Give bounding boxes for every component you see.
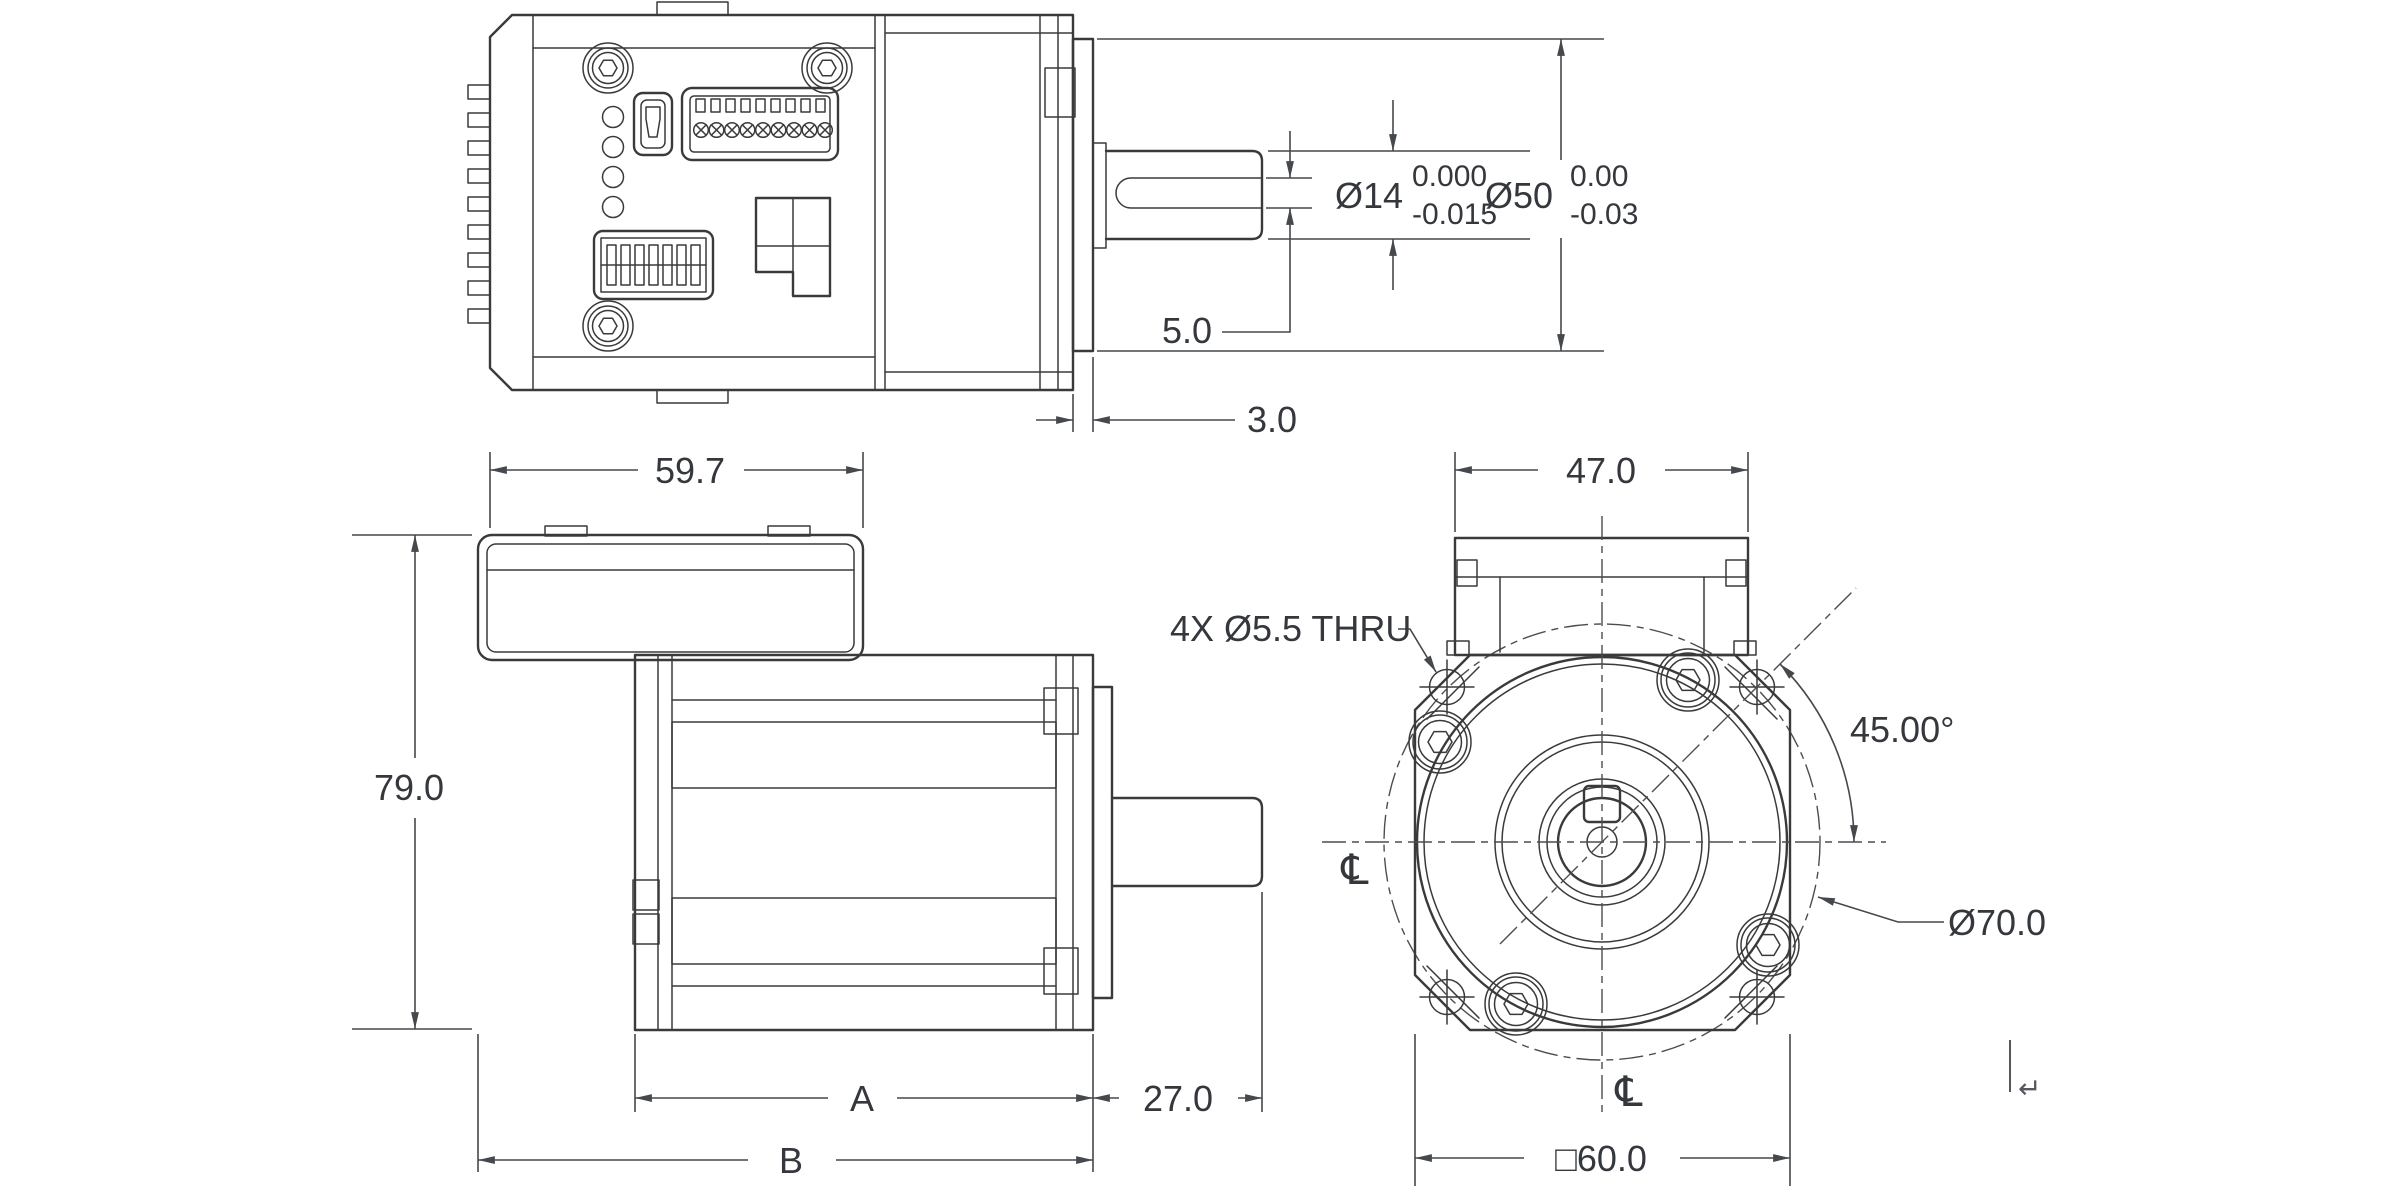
dip-switch-block (592, 229, 715, 301)
dim-shaft-diameter: Ø14 (1335, 175, 1403, 216)
dim-hole-angle: 45.00° (1850, 709, 1954, 750)
text-cursor-artifact: ↵ (2009, 1040, 2041, 1104)
dim-front-cover-width: 47.0 (1566, 450, 1636, 491)
motor-body-side (633, 653, 1095, 1032)
heatsink-fins (467, 84, 491, 324)
front-view-dimensions: 47.0 45.00° 4X Ø5.5 THRU Ø70.0 □60.0 ℄ ℄ (1170, 450, 2046, 1186)
dim-frame-size: □60.0 (1555, 1138, 1647, 1179)
side-view: 59.7 79.0 A 27.0 B (352, 450, 1264, 1181)
cover-screw-icon (582, 300, 634, 352)
assembly-screw-icon (1484, 972, 1548, 1036)
dim-bolt-circle: Ø70.0 (1948, 902, 2046, 943)
assembly-screw-icon (1656, 648, 1720, 712)
dim-overall-length: B (779, 1140, 803, 1181)
lamination-band (671, 721, 1057, 789)
centerline-symbol-bottom: ℄ (1615, 1067, 1643, 1116)
cable-clamp-tab (1044, 67, 1076, 118)
cover-tab (767, 525, 811, 537)
connector-pin (754, 121, 772, 139)
mounting-hole-bottom-right (1729, 969, 1785, 1025)
dim-motor-length: A (850, 1078, 874, 1119)
led-icon (601, 195, 625, 219)
cover-tab (544, 525, 588, 537)
top-view-outline (488, 13, 1075, 392)
assembly-screw-icon (1408, 710, 1472, 774)
mounting-hole-top-left (1419, 659, 1475, 715)
connector-pin (801, 121, 818, 139)
centerline-symbol-left: ℄ (1341, 845, 1369, 894)
dim-shaft-tol-lower: -0.015 (1412, 198, 1497, 231)
dim-cover-width: 59.7 (655, 450, 725, 491)
side-view-dimensions: 59.7 79.0 A 27.0 B (352, 450, 1263, 1181)
connector-pin (739, 121, 756, 139)
top-edge-tab (656, 1, 729, 16)
top-view-dimensions: Ø14 0.000 -0.015 Ø50 0.00 -0.03 5.0 3.0 (1036, 38, 1638, 440)
dim-mounting-holes: 4X Ø5.5 THRU (1170, 608, 1411, 649)
connector-pin (708, 121, 725, 139)
bolt-circle (1383, 623, 1821, 1061)
connector-pin (785, 121, 803, 139)
pilot-boss-side (1091, 685, 1114, 1000)
pilot-boss-top (1071, 37, 1095, 353)
dim-shaft-length: 27.0 (1143, 1078, 1213, 1119)
io-connector (680, 86, 840, 162)
shaft-shoulder (1092, 142, 1107, 249)
motor-shaft-top (1104, 149, 1264, 241)
motor-shaft-side (1110, 796, 1264, 888)
dim-pilot-tol-upper: 0.00 (1570, 160, 1628, 193)
led-icon (601, 165, 625, 189)
connector-pin (723, 121, 741, 139)
cover-screw-icon (801, 42, 853, 94)
mini-usb-connector (632, 91, 674, 157)
top-view: Ø14 0.000 -0.015 Ø50 0.00 -0.03 5.0 3.0 (467, 1, 1638, 440)
assembly-screw-icon (1736, 913, 1800, 977)
front-face-outline (1413, 653, 1792, 1032)
power-connector (754, 196, 832, 298)
dim-shaft-flat: 5.0 (1162, 310, 1212, 351)
front-view: 47.0 45.00° 4X Ø5.5 THRU Ø70.0 □60.0 ℄ ℄ (1170, 450, 2046, 1186)
lamination-band (671, 897, 1057, 965)
dim-shaft-tol-upper: 0.000 (1412, 160, 1487, 193)
rear-tab (632, 879, 660, 911)
dim-pilot-length: 3.0 (1247, 399, 1297, 440)
connector-pin (692, 121, 710, 139)
led-icon (601, 135, 625, 159)
bottom-edge-tab (656, 389, 729, 404)
status-leds (601, 105, 625, 219)
dim-pilot-tol-lower: -0.03 (1570, 198, 1638, 231)
clamp-tab (1043, 947, 1079, 995)
controller-cover-side (476, 533, 865, 662)
clamp-tab (1043, 687, 1079, 735)
connector-pin (770, 121, 787, 139)
dim-overall-height: 79.0 (374, 767, 444, 808)
led-icon (601, 105, 625, 129)
mounting-hole-bottom-left (1419, 969, 1475, 1025)
rear-tab (632, 913, 660, 945)
dim-pilot-diameter: Ø50 (1485, 175, 1553, 216)
return-arrow-glyph: ↵ (2018, 1073, 2041, 1104)
shaft-flat (1115, 177, 1263, 209)
cover-screw-icon (582, 42, 634, 94)
centerline-diagonal (1499, 587, 1857, 945)
